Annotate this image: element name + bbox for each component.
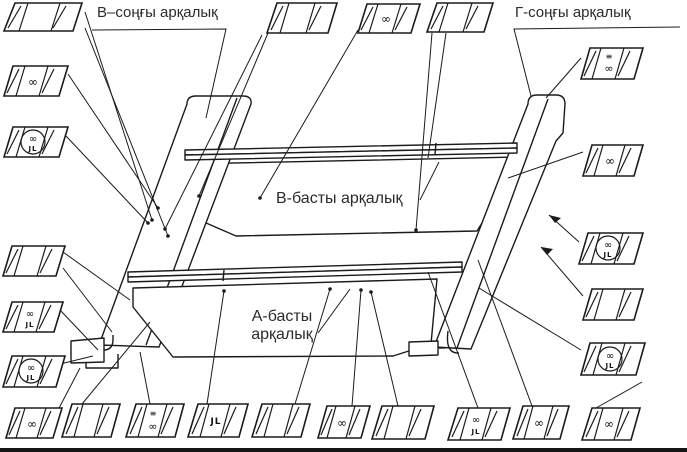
beam-v-flange-bottom [184, 147, 518, 161]
figure-bottom-border [0, 448, 687, 452]
weld-callout-top-2 [265, 2, 339, 34]
weld-callout-bottom-5: ∞ [316, 405, 372, 439]
label-main-beam-v: В-басты арқалық [276, 190, 403, 207]
leader-arrowhead [541, 247, 553, 255]
label-end-beam-v: В–соңғы арқалық [97, 4, 218, 21]
svg-text:∞: ∞ [29, 134, 37, 145]
svg-text:∞: ∞ [534, 416, 544, 430]
label-a-main-leader [317, 288, 351, 334]
weld-callout-bottom-6 [370, 405, 436, 440]
label-g-end-leader [513, 26, 681, 97]
weld-callout-bottom-3: JL [186, 403, 250, 438]
svg-text:JL: JL [602, 251, 612, 259]
svg-text:∞: ∞ [337, 416, 347, 430]
svg-text:∞: ∞ [604, 62, 613, 75]
weld-callout-right-5: ∞ JL [579, 342, 647, 376]
girder-structure [0, 94, 687, 452]
svg-text:∞: ∞ [472, 415, 480, 426]
beam-v-flange-joint [434, 142, 437, 155]
weld-callout-left-2: ∞ [2, 65, 70, 97]
label-v-end-leader [91, 28, 227, 119]
weld-callout-bottom-2: ≡ ∞ [124, 403, 186, 438]
leader-lines [56, 11, 681, 413]
label-end-beam-g: Г-соңғы арқалық [515, 4, 631, 21]
weld-callout-top-4 [425, 2, 495, 33]
right-hook-bracket [408, 330, 460, 357]
label-v-main-leader [419, 161, 440, 201]
weld-callout-bottom-7: ∞ JL [446, 407, 512, 441]
svg-text:∞: ∞ [148, 420, 157, 433]
weld-callout-right-2: ∞ [581, 144, 645, 177]
svg-text:∞: ∞ [381, 12, 391, 26]
svg-text:∞: ∞ [27, 417, 37, 431]
weld-callout-top-left-1 [2, 2, 84, 32]
svg-text:∞: ∞ [28, 75, 38, 89]
svg-text:JL: JL [27, 145, 37, 153]
svg-text:≡: ≡ [150, 409, 157, 418]
end-beam-g-flange-line [456, 98, 549, 349]
weld-callout-bottom-8: ∞ [511, 405, 571, 440]
beam-a-flange-bottom [127, 266, 463, 283]
weld-callout-left-5: ∞ JL [1, 301, 65, 333]
svg-text:∞: ∞ [606, 351, 614, 362]
svg-text:∞: ∞ [27, 363, 35, 374]
beam-a-flange-joint [222, 269, 225, 282]
svg-text:JL: JL [209, 417, 221, 427]
svg-text:∞: ∞ [604, 417, 614, 431]
svg-text:∞: ∞ [26, 309, 34, 320]
weld-callout-left-7: ∞ [4, 407, 64, 439]
label-main-beam-a-line1: А-басты [251, 308, 313, 325]
weld-callout-left-3: ∞ JL [2, 126, 70, 158]
svg-text:JL: JL [25, 374, 35, 382]
weld-callout-left-6: ∞ JL [1, 355, 67, 388]
end-beam-g [433, 94, 566, 350]
label-main-beam-a-line2: арқалық [251, 326, 313, 343]
weld-callout-bottom-9: ∞ [580, 407, 642, 441]
leader-arrowhead [549, 215, 561, 223]
svg-text:∞: ∞ [605, 154, 615, 168]
weld-callout-right-1: ≡ ∞ [579, 47, 645, 80]
svg-text:∞: ∞ [604, 240, 612, 251]
weld-callout-top-3: ∞ [356, 3, 422, 34]
weld-callout-right-3: ∞ JL [577, 232, 645, 265]
weld-callout-bottom-1 [60, 403, 122, 438]
label-main-beam-a: А-басты арқалық [244, 308, 320, 344]
weld-callout-bottom-4 [250, 403, 312, 438]
weld-callout-right-4 [581, 288, 645, 321]
svg-text:≡: ≡ [606, 52, 613, 61]
svg-text:JL: JL [604, 362, 614, 370]
weld-callout-left-4 [1, 245, 67, 277]
left-hook-bracket [70, 335, 119, 369]
svg-text:JL: JL [24, 321, 34, 329]
beam-a-web [132, 278, 438, 358]
svg-text:JL: JL [470, 428, 480, 436]
